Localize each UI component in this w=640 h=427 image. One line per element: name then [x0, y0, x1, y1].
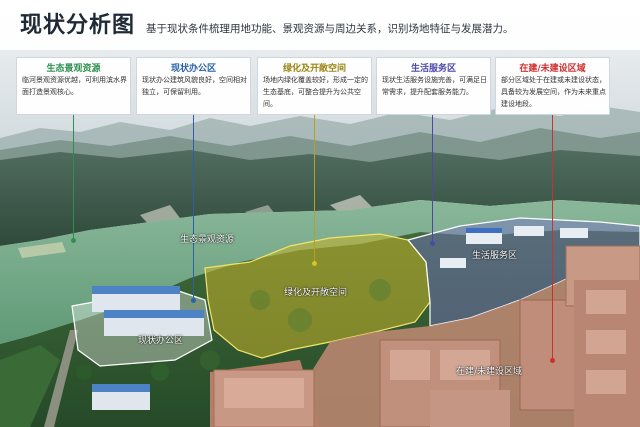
leader-line-office: [193, 115, 194, 300]
map-label-green: 绿化及开敞空间: [284, 288, 348, 298]
card-construction: 在建/未建设区域 部分区域处于在建或未建设状态，具备较为发展空间，作为未来重点建…: [495, 57, 610, 115]
card-title-living: 生活服务区: [410, 64, 456, 74]
anchor-dot-green: [312, 261, 317, 266]
card-body-office: 现状办公建筑风貌良好，空间相对独立，可保留利用。: [142, 76, 247, 96]
card-office: 现状办公区 现状办公建筑风貌良好，空间相对独立，可保留利用。: [136, 57, 251, 115]
card-body-construction: 部分区域处于在建或未建设状态，具备较为发展空间，作为未来重点建设地段。: [501, 76, 606, 108]
leader-line-construction: [552, 115, 553, 360]
map-label-construction: 在建/未建设区域: [456, 367, 523, 377]
anchor-dot-living: [430, 241, 435, 246]
card-body-green: 场地内绿化覆盖较好，形成一定的生态基底，可整合提升为公共空间。: [263, 76, 368, 108]
card-body-living: 现状生活服务设施完善，可满足日常需求，提升配套服务能力。: [382, 76, 487, 96]
page-subtitle: 基于现状条件梳理用地功能、景观资源与周边关系，识别场地特征与发展潜力。: [146, 23, 514, 35]
card-body-ecology: 临河景观资源优越，可利用滨水界面打造景观核心。: [22, 76, 127, 96]
card-green: 绿化及开敞空间 场地内绿化覆盖较好，形成一定的生态基底，可整合提升为公共空间。: [257, 57, 372, 115]
leader-line-living: [432, 115, 433, 243]
card-ecology: 生态景观资源 临河景观资源优越，可利用滨水界面打造景观核心。: [16, 57, 131, 115]
header-bar: 现状分析图 基于现状条件梳理用地功能、景观资源与周边关系，识别场地特征与发展潜力…: [0, 0, 640, 50]
leader-line-ecology: [73, 115, 74, 240]
card-title-ecology: 生态景观资源: [46, 64, 101, 74]
map-label-ecology: 生态景观资源: [180, 235, 235, 245]
page-title: 现状分析图: [20, 13, 136, 38]
leader-line-green: [314, 115, 315, 263]
card-title-green: 绿化及开敞空间: [282, 64, 346, 74]
anchor-dot-construction: [550, 358, 555, 363]
map-label-office: 现状办公区: [138, 336, 184, 346]
card-title-office: 现状办公区: [170, 64, 216, 74]
map-label-living: 生活服务区: [472, 251, 518, 261]
anchor-dot-office: [191, 298, 196, 303]
card-title-construction: 在建/未建设区域: [519, 64, 586, 74]
anchor-dot-ecology: [71, 238, 76, 243]
card-living: 生活服务区 现状生活服务设施完善，可满足日常需求，提升配套服务能力。: [376, 57, 491, 115]
